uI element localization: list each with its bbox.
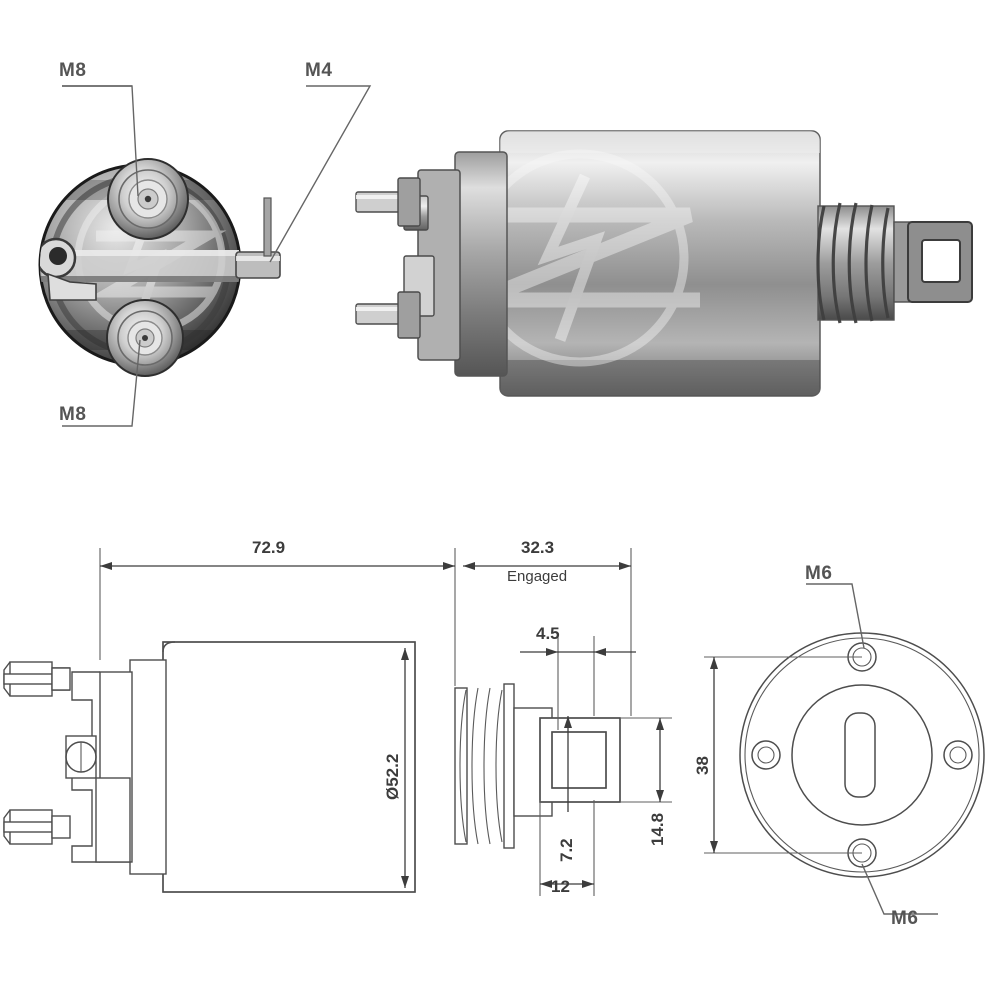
- dim-terminal-upper: [3, 661, 71, 697]
- dim-4-5: [520, 636, 636, 730]
- terminal-stud-lower: [106, 299, 184, 377]
- front-view-callout-leaders: [62, 85, 372, 427]
- small-terminal-ring: [40, 237, 97, 301]
- dim-return-spring: [454, 683, 515, 849]
- terminal-stud-upper: [107, 158, 189, 240]
- callout-m8-bottom-label: M8: [59, 404, 87, 425]
- dim-label-7-2: 7.2: [557, 838, 576, 862]
- side-dimension-drawing: [3, 548, 672, 896]
- callout-m6-bottom-label: M6: [891, 908, 919, 929]
- dim-label-38: 38: [693, 756, 712, 775]
- dim-plunger-eyelet: [513, 707, 621, 817]
- callout-m6-top-label: M6: [805, 563, 833, 584]
- dim-38: [704, 656, 862, 854]
- front-face-disc: [38, 158, 281, 377]
- zm-watermark-side: [500, 149, 700, 367]
- callout-m4-label: M4: [305, 60, 333, 81]
- dim-32-3: [463, 548, 632, 716]
- dim-label-engaged-note: Engaged: [507, 568, 568, 585]
- dim-72-9: [99, 548, 456, 686]
- dim-7-2: [564, 716, 572, 812]
- dim-label-12: 12: [551, 877, 570, 896]
- dim-dia-52-2: [401, 648, 409, 888]
- dim-label-14-8: 14.8: [648, 812, 667, 846]
- flange-view-drawing: [704, 583, 985, 915]
- side-terminal-stud-lower: [355, 291, 421, 339]
- side-view-photo-graphic: [355, 130, 973, 397]
- dim-14-8: [620, 717, 672, 803]
- plunger-shaft-and-spring: [816, 202, 973, 324]
- dim-label-4-5: 4.5: [536, 624, 560, 643]
- dim-12: [539, 800, 595, 896]
- side-hole-left: [751, 740, 781, 770]
- m4-terminal-screw: [235, 197, 281, 279]
- callout-m8-top-label: M8: [59, 60, 87, 81]
- side-terminal-stud-upper: [355, 177, 421, 227]
- dim-label-dia-52-2: Ø52.2: [383, 753, 402, 800]
- dim-terminal-lower: [3, 809, 71, 845]
- dim-label-72-9: 72.9: [252, 538, 286, 557]
- dim-label-32-3: 32.3: [521, 538, 555, 557]
- side-hole-right: [943, 740, 973, 770]
